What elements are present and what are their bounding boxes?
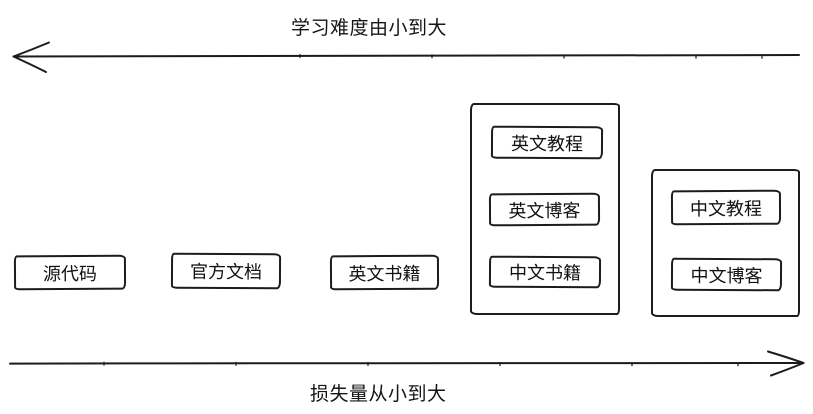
box-chinese-tutorials: 中文教程	[670, 189, 782, 226]
difficulty-arrow-left	[12, 41, 800, 73]
box-english-blogs: 英文博客	[488, 192, 601, 227]
box-english-tutorials: 英文教程	[490, 125, 604, 160]
box-chinese-books: 中文书籍	[488, 255, 602, 289]
box-chinese-tutorials-label: 中文教程	[689, 198, 763, 219]
box-chinese-blogs-label: 中文博客	[690, 265, 763, 286]
loss-axis-label: 损失量从小到大	[310, 384, 447, 405]
group-box-2: 中文教程 中文博客	[651, 169, 800, 317]
group-box-1: 英文教程 英文博客 中文书籍	[470, 103, 620, 315]
box-source-code: 源代码	[13, 254, 127, 291]
box-source-code-label: 源代码	[42, 263, 98, 284]
difficulty-axis-label: 学习难度由小到大	[291, 18, 448, 39]
box-english-tutorials-label: 英文教程	[510, 133, 584, 154]
box-chinese-books-label: 中文书籍	[508, 262, 582, 284]
box-english-blogs-label: 英文博客	[508, 200, 581, 221]
loss-arrow-right	[9, 350, 805, 377]
box-chinese-blogs: 中文博客	[670, 257, 783, 292]
box-official-docs-label: 官方文档	[189, 261, 263, 283]
box-official-docs: 官方文档	[170, 252, 282, 290]
box-english-books-label: 英文书籍	[348, 263, 421, 284]
box-english-books: 英文书籍	[329, 254, 440, 291]
